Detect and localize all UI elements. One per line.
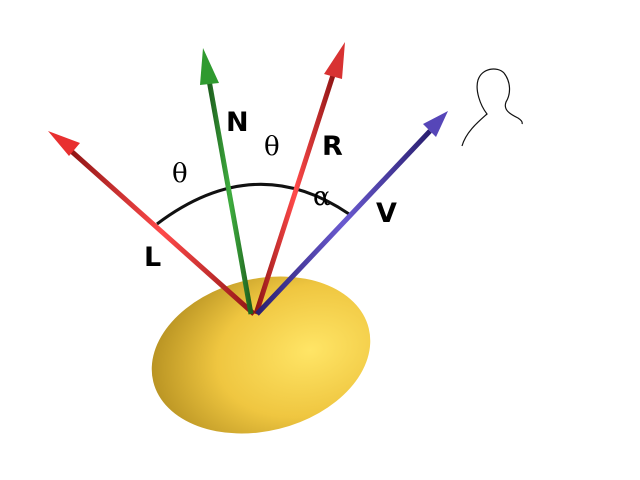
theta-right-label: θ [264,132,280,162]
angle-arc [156,182,350,226]
view-label: V [376,198,397,229]
reflect-label: R [322,131,343,162]
light-vector-arrow [48,131,256,316]
normal-vector-arrow [200,48,254,315]
theta-left-label: θ [172,159,188,189]
person-head-icon [461,68,523,147]
ellipsoid-surface [151,276,371,434]
view-vector-arrow [255,111,448,316]
normal-label: N [226,107,249,138]
light-label: L [144,242,161,273]
reflect-vector-arrow [253,42,345,315]
alpha-label: α [313,182,331,212]
